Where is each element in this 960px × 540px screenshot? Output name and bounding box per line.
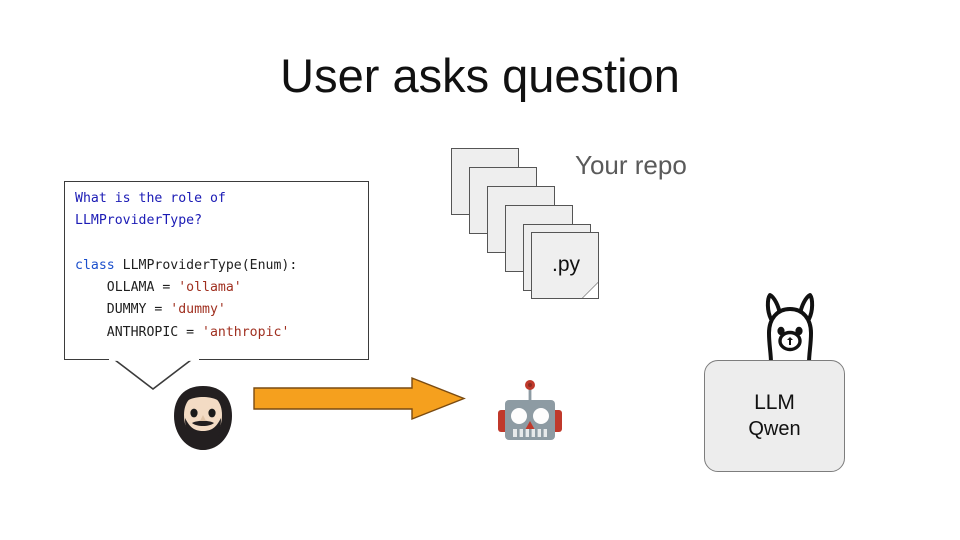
code-member-value-0: 'ollama'	[178, 280, 242, 296]
question-line-2: LLMProviderType?	[75, 213, 203, 229]
repo-label: Your repo	[575, 150, 687, 180]
code-member-name-2: ANTHROPIC =	[75, 324, 203, 340]
llm-model-name: Qwen	[748, 418, 801, 440]
repo-card-front-py: .py	[531, 232, 599, 299]
page-title: User asks question	[280, 49, 680, 102]
bubble-body: What is the role of LLMProviderType? cla…	[64, 181, 369, 360]
code-keyword-class: class	[75, 257, 115, 273]
llm-box[interactable]: LLM Qwen	[704, 360, 845, 472]
user-question-bubble: What is the role of LLMProviderType? cla…	[64, 181, 371, 391]
py-file-label: .py	[551, 253, 580, 276]
llm-label: LLM	[754, 391, 795, 414]
agent-robot-icon	[498, 380, 562, 440]
flow-arrow-icon	[253, 376, 466, 421]
user-person-icon	[174, 386, 232, 450]
repo-document-stack: .py	[448, 145, 608, 305]
code-member-value-2: 'anthropic'	[202, 324, 290, 340]
llama-icon	[765, 293, 815, 365]
page-fold-icon	[582, 282, 598, 298]
code-class-signature: LLMProviderType(Enum):	[114, 257, 298, 273]
code-member-name-0: OLLAMA =	[75, 280, 179, 296]
bubble-tail-icon	[109, 359, 199, 391]
code-member-value-1: 'dummy'	[170, 302, 226, 318]
code-member-name-1: DUMMY =	[75, 302, 171, 318]
question-line-1: What is the role of	[75, 191, 226, 206]
code-block: What is the role of LLMProviderType? cla…	[75, 188, 362, 344]
